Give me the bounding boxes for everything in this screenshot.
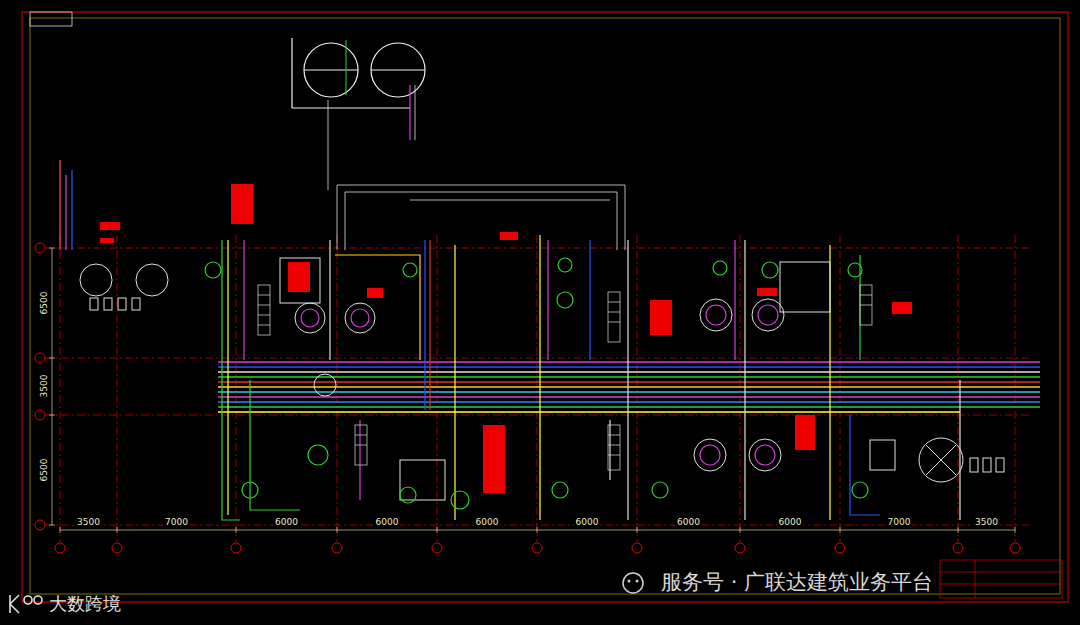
dimension-text: 6000 — [574, 518, 601, 528]
dimension-text: 3500 — [75, 518, 102, 528]
watermark: 服务号 · 广联达建筑业务平台 — [659, 571, 935, 594]
dimension-text: 6000 — [374, 518, 401, 528]
dimension-text: 3500 — [973, 518, 1000, 528]
dimension-text: 6000 — [273, 518, 300, 528]
dimension-text: 6500 — [39, 290, 49, 317]
dimension-text: 6000 — [474, 518, 501, 528]
dimension-text: 3500 — [39, 373, 49, 400]
watermark: 大数跨境 — [47, 594, 123, 614]
dimension-text: 7000 — [886, 518, 913, 528]
dimension-text: 6000 — [777, 518, 804, 528]
dimension-text: 6500 — [39, 457, 49, 484]
dimension-text: 7000 — [163, 518, 190, 528]
dimension-text: 6000 — [675, 518, 702, 528]
